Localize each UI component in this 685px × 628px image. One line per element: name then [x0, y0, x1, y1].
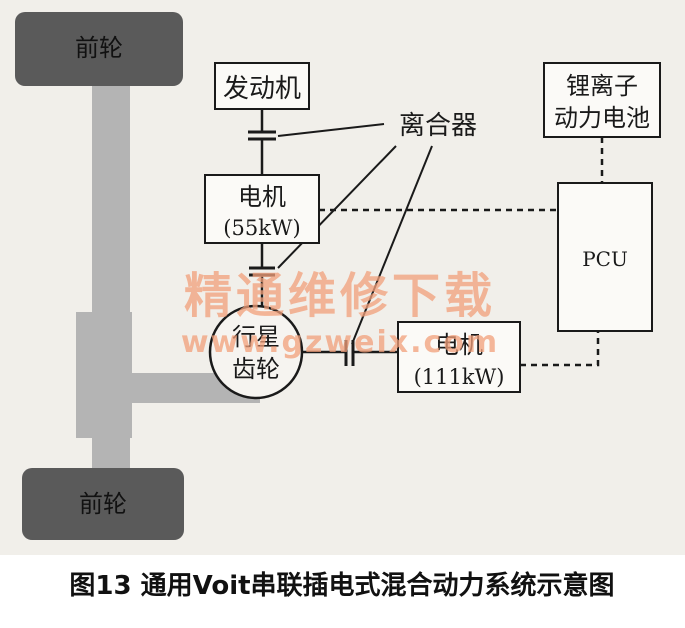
motor111-pcu-link	[520, 331, 600, 367]
motor-55kw-rating: (55kW)	[223, 216, 300, 240]
motor-111kw-box	[397, 321, 521, 393]
front-wheel-top-label: 前轮	[75, 34, 123, 62]
planetary-label-2: 齿轮	[232, 355, 280, 383]
clutch-leader-3	[351, 145, 433, 345]
front-wheel-bottom	[22, 468, 184, 540]
motor-111kw-label: 电机	[435, 331, 483, 359]
pcu-label: PCU	[582, 247, 628, 271]
clutch-label: 离合器	[399, 111, 477, 141]
motor-111kw-rating: (111kW)	[414, 365, 505, 389]
pcu-box	[557, 182, 653, 332]
clutch-leader-1	[277, 123, 385, 137]
motor-55kw-label: 电机	[238, 183, 286, 211]
watermark-title: 精通维修下载	[184, 268, 496, 324]
differential-block	[76, 312, 132, 438]
clutch-leader-2	[277, 145, 397, 269]
battery-label-2: 动力电池	[554, 104, 650, 132]
battery-box	[543, 62, 661, 138]
figure-caption: 图13 通用Voit串联插电式混合动力系统示意图	[69, 570, 614, 601]
battery-label-1: 锂离子	[566, 72, 638, 100]
motor-55kw-box	[204, 174, 320, 244]
front-wheel-top	[15, 12, 183, 86]
planetary-label-1: 行星	[232, 323, 280, 351]
engine-label: 发动机	[223, 74, 301, 104]
front-wheel-bottom-label: 前轮	[79, 490, 127, 518]
watermark-url: www.gzweix.com	[181, 325, 499, 360]
